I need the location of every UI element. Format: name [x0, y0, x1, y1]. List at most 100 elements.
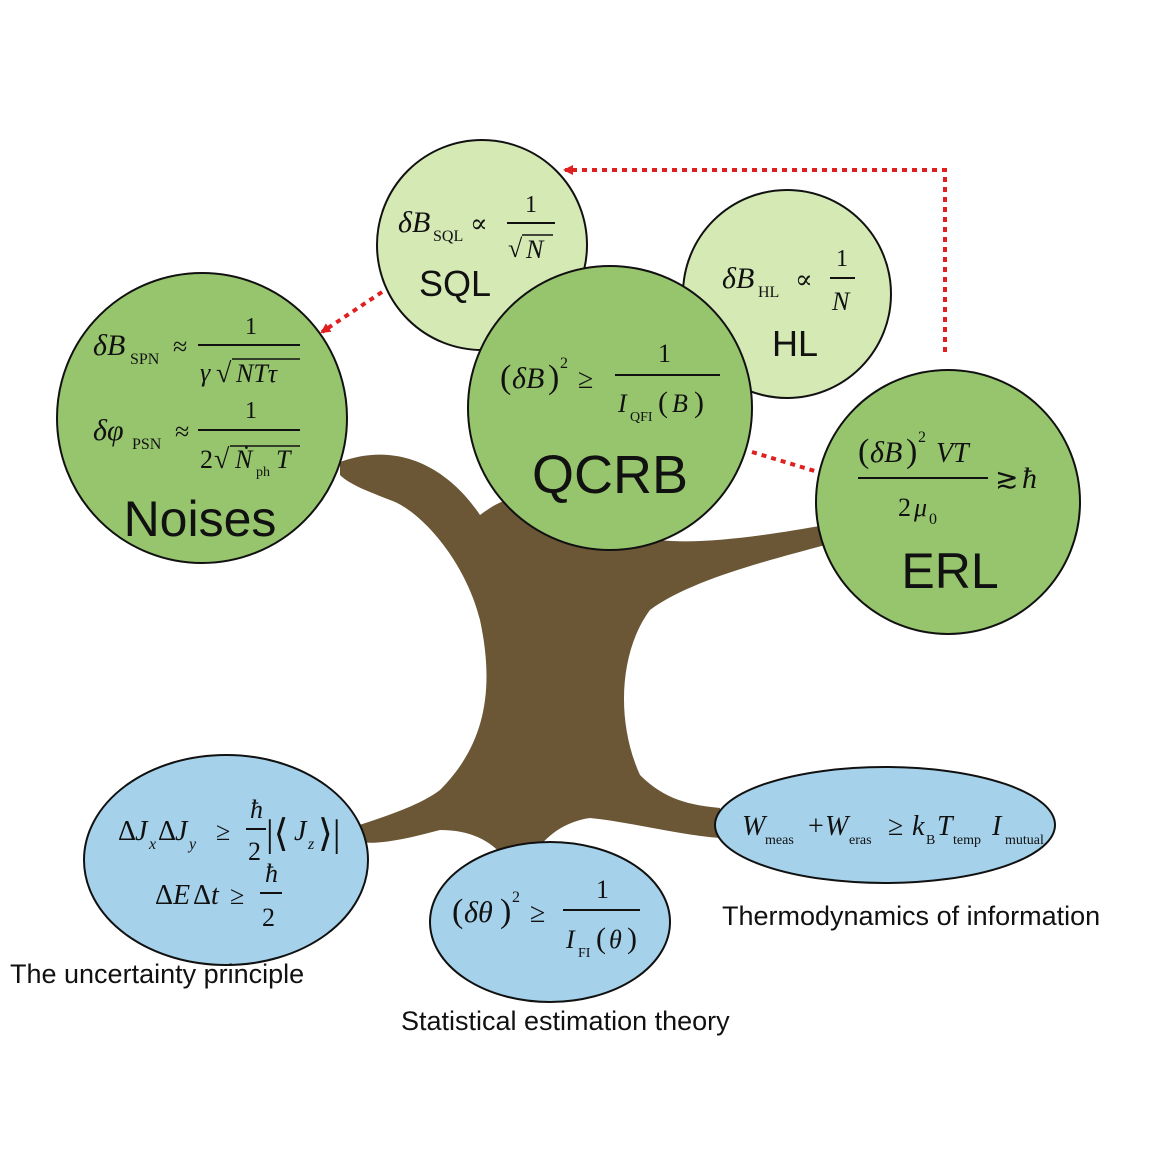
thermo-ellipse	[714, 766, 1056, 884]
svg-text:≥: ≥	[578, 364, 593, 395]
svg-text:≈: ≈	[175, 417, 189, 446]
svg-text:1: 1	[245, 398, 257, 424]
svg-text:+: +	[808, 811, 824, 842]
svg-text:δB: δB	[512, 362, 544, 395]
uncertainty-formula-1: Δ J x Δ J y ≥ ħ 2 |⟨ J z ⟩|	[118, 795, 340, 866]
svg-text:0: 0	[929, 511, 937, 528]
svg-text:I: I	[617, 389, 628, 418]
svg-text:1: 1	[245, 314, 257, 340]
svg-text:2: 2	[262, 903, 275, 932]
svg-text:≈: ≈	[173, 332, 187, 361]
svg-text:(: (	[858, 433, 869, 470]
tree-trunk	[340, 454, 825, 860]
noises-formula-spn: δB SPN ≈ 1 γ √ NTτ	[93, 314, 300, 389]
svg-text:J: J	[294, 816, 308, 847]
svg-text:N: N	[831, 287, 851, 316]
svg-text:J: J	[175, 816, 189, 847]
svg-text:δB: δB	[722, 262, 754, 295]
svg-text:∝: ∝	[795, 265, 813, 294]
svg-text:μ: μ	[913, 493, 927, 522]
svg-text:t: t	[211, 880, 220, 911]
svg-text:z: z	[307, 836, 315, 853]
svg-text:I: I	[991, 811, 1003, 842]
svg-text:2: 2	[918, 429, 926, 446]
qcrb-label: QCRB	[532, 445, 688, 505]
hl-formula: δB HL ∝ 1 N	[722, 246, 855, 316]
svg-text:): )	[548, 359, 559, 396]
svg-text:δB: δB	[398, 206, 430, 239]
svg-text:Δ: Δ	[155, 880, 173, 911]
svg-text:√: √	[216, 358, 232, 389]
svg-text:E: E	[172, 880, 190, 911]
svg-text:T: T	[276, 445, 292, 474]
svg-text:(: (	[452, 893, 463, 930]
svg-text:ph: ph	[256, 465, 270, 480]
svg-text:ħ: ħ	[265, 859, 278, 888]
svg-text:SQL: SQL	[433, 228, 463, 245]
svg-text:SPN: SPN	[130, 351, 160, 368]
uncertainty-formula-2: Δ E Δ t ≥ ħ 2	[155, 859, 282, 932]
svg-text:W: W	[742, 811, 768, 842]
qcrb-formula: ( δB ) 2 ≥ 1 I QFI ( B )	[500, 339, 720, 425]
svg-text:NTτ: NTτ	[235, 359, 279, 388]
svg-text:δφ: δφ	[93, 414, 124, 447]
svg-text:≥: ≥	[230, 881, 244, 910]
svg-text:2: 2	[248, 837, 261, 866]
svg-text:): )	[906, 433, 917, 470]
svg-text:eras: eras	[849, 833, 872, 848]
svg-text:): )	[500, 893, 511, 930]
hl-label: HL	[772, 323, 818, 364]
arrow-sql-to-noises	[320, 290, 384, 334]
uncertainty-caption: The uncertainty principle	[10, 959, 304, 989]
arrow-erl-to-sql	[563, 165, 947, 352]
sql-label: SQL	[419, 263, 491, 304]
svg-text:1: 1	[525, 192, 537, 218]
svg-text:(: (	[596, 922, 606, 955]
svg-text:FI: FI	[578, 946, 591, 961]
svg-text:QFI: QFI	[630, 410, 653, 425]
svg-text:(: (	[500, 359, 511, 396]
thermo-formula: W meas + W eras ≥ k B T temp I mutual	[742, 811, 1044, 848]
statistical-caption: Statistical estimation theory	[401, 1006, 730, 1036]
svg-text:2: 2	[512, 889, 520, 906]
erl-circle	[815, 369, 1081, 635]
svg-text:√: √	[508, 234, 523, 263]
svg-text:1: 1	[658, 339, 671, 368]
svg-text:∝: ∝	[470, 209, 488, 238]
svg-text:temp: temp	[953, 833, 981, 848]
svg-text:ħ: ħ	[1022, 462, 1037, 495]
svg-text:δB: δB	[93, 329, 125, 362]
svg-text:x: x	[148, 836, 156, 853]
svg-text:W: W	[825, 811, 851, 842]
svg-text:I: I	[565, 925, 576, 954]
svg-text:1: 1	[836, 246, 848, 272]
statistical-formula: ( δθ ) 2 ≥ 1 I FI ( θ )	[452, 875, 640, 961]
svg-text:PSN: PSN	[132, 436, 162, 453]
svg-text:|⟨: |⟨	[266, 813, 288, 855]
svg-text:J: J	[135, 816, 149, 847]
svg-text:B: B	[926, 833, 935, 848]
svg-text:mutual: mutual	[1005, 833, 1044, 848]
svg-text:): )	[627, 922, 637, 955]
svg-text:N: N	[525, 235, 545, 264]
noises-label: Noises	[124, 491, 277, 547]
svg-text:≥: ≥	[530, 898, 545, 929]
svg-text:2: 2	[560, 355, 568, 372]
svg-text:Ṅ: Ṅ	[234, 445, 254, 474]
svg-text:≥: ≥	[888, 811, 903, 842]
svg-text:1: 1	[596, 875, 609, 904]
svg-text:VT: VT	[936, 438, 971, 469]
noises-formula-psn: δφ PSN ≈ 1 2 √ Ṅ ph T	[93, 398, 300, 480]
svg-text:Δ: Δ	[118, 816, 136, 847]
svg-text:2: 2	[200, 445, 213, 474]
erl-formula: ( δB ) 2 VT 2 μ 0 ≳ ħ	[858, 429, 1037, 528]
svg-text:ħ: ħ	[250, 795, 263, 824]
svg-text:): )	[694, 386, 704, 419]
svg-text:Δ: Δ	[193, 880, 211, 911]
thermo-caption: Thermodynamics of information	[722, 901, 1100, 931]
svg-text:2: 2	[898, 493, 911, 522]
svg-text:γ: γ	[200, 358, 211, 387]
svg-text:√: √	[214, 444, 230, 475]
svg-text:δB: δB	[870, 436, 902, 469]
